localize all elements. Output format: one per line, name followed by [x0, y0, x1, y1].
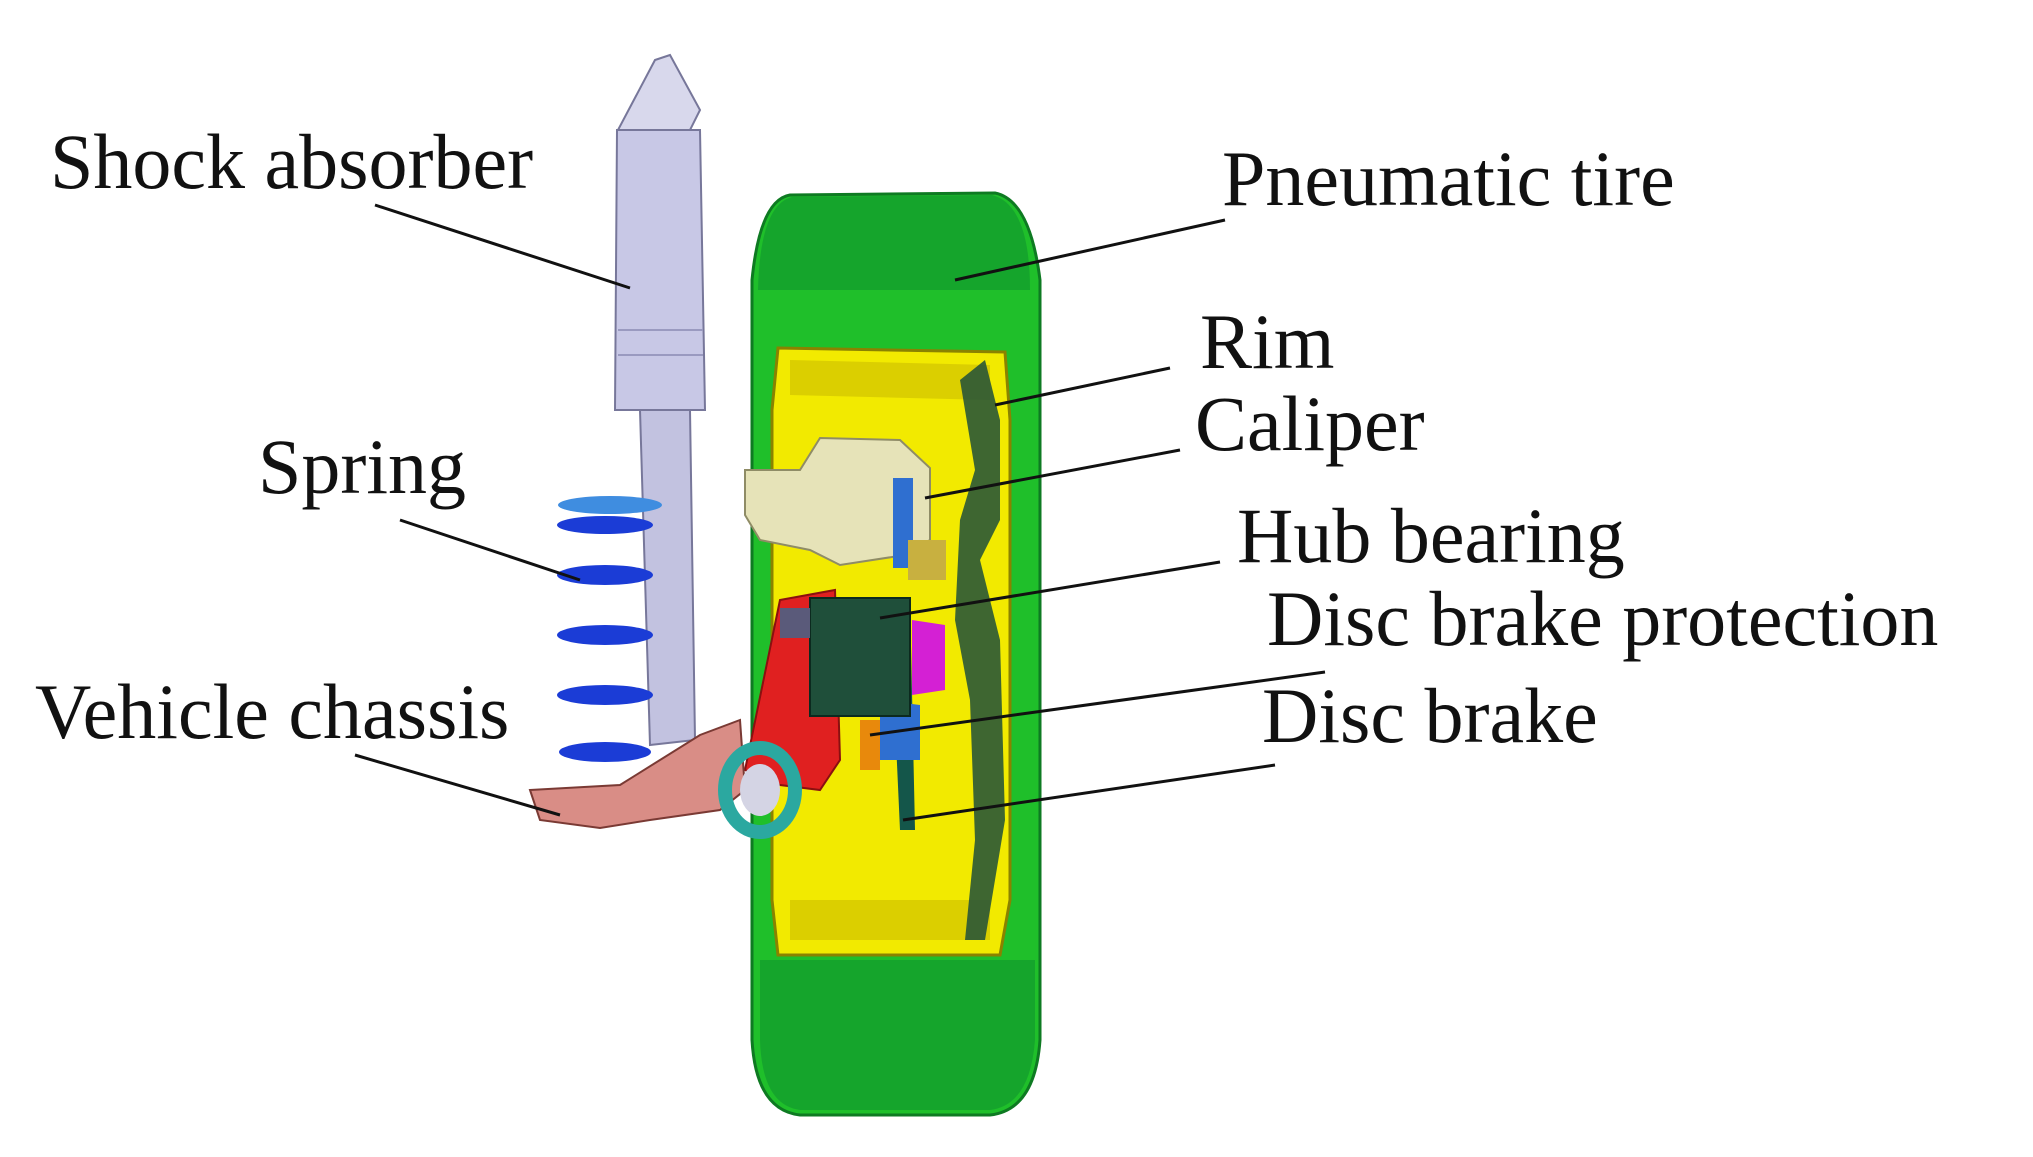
leader-disc-brake-protection	[869, 670, 1326, 737]
vehicle-chassis-shape	[528, 718, 802, 839]
label-hub-bearing: Hub bearing	[1237, 492, 1625, 579]
caliper-shape	[744, 436, 946, 580]
label-pneumatic-tire: Pneumatic tire	[1222, 135, 1675, 222]
label-shock-absorber: Shock absorber	[50, 118, 533, 205]
shock-absorber-shape	[613, 53, 707, 747]
label-caliper: Caliper	[1195, 380, 1425, 467]
leader-vehicle-chassis	[354, 753, 561, 817]
leader-shock-absorber	[374, 203, 631, 290]
label-disc-brake-protection: Disc brake protection	[1267, 575, 1938, 662]
leader-rim	[994, 366, 1171, 407]
leader-caliper	[924, 448, 1181, 500]
label-rim: Rim	[1200, 298, 1334, 385]
label-vehicle-chassis: Vehicle chassis	[35, 668, 509, 755]
label-spring: Spring	[258, 423, 466, 510]
leader-lines	[354, 203, 1326, 822]
leader-disc-brake	[902, 763, 1276, 822]
leader-pneumatic-tire	[954, 218, 1226, 282]
hub-bearing-shape	[780, 597, 945, 717]
label-disc-brake: Disc brake	[1262, 672, 1598, 759]
leader-hub-bearing	[879, 560, 1221, 620]
leader-spring	[399, 518, 581, 582]
